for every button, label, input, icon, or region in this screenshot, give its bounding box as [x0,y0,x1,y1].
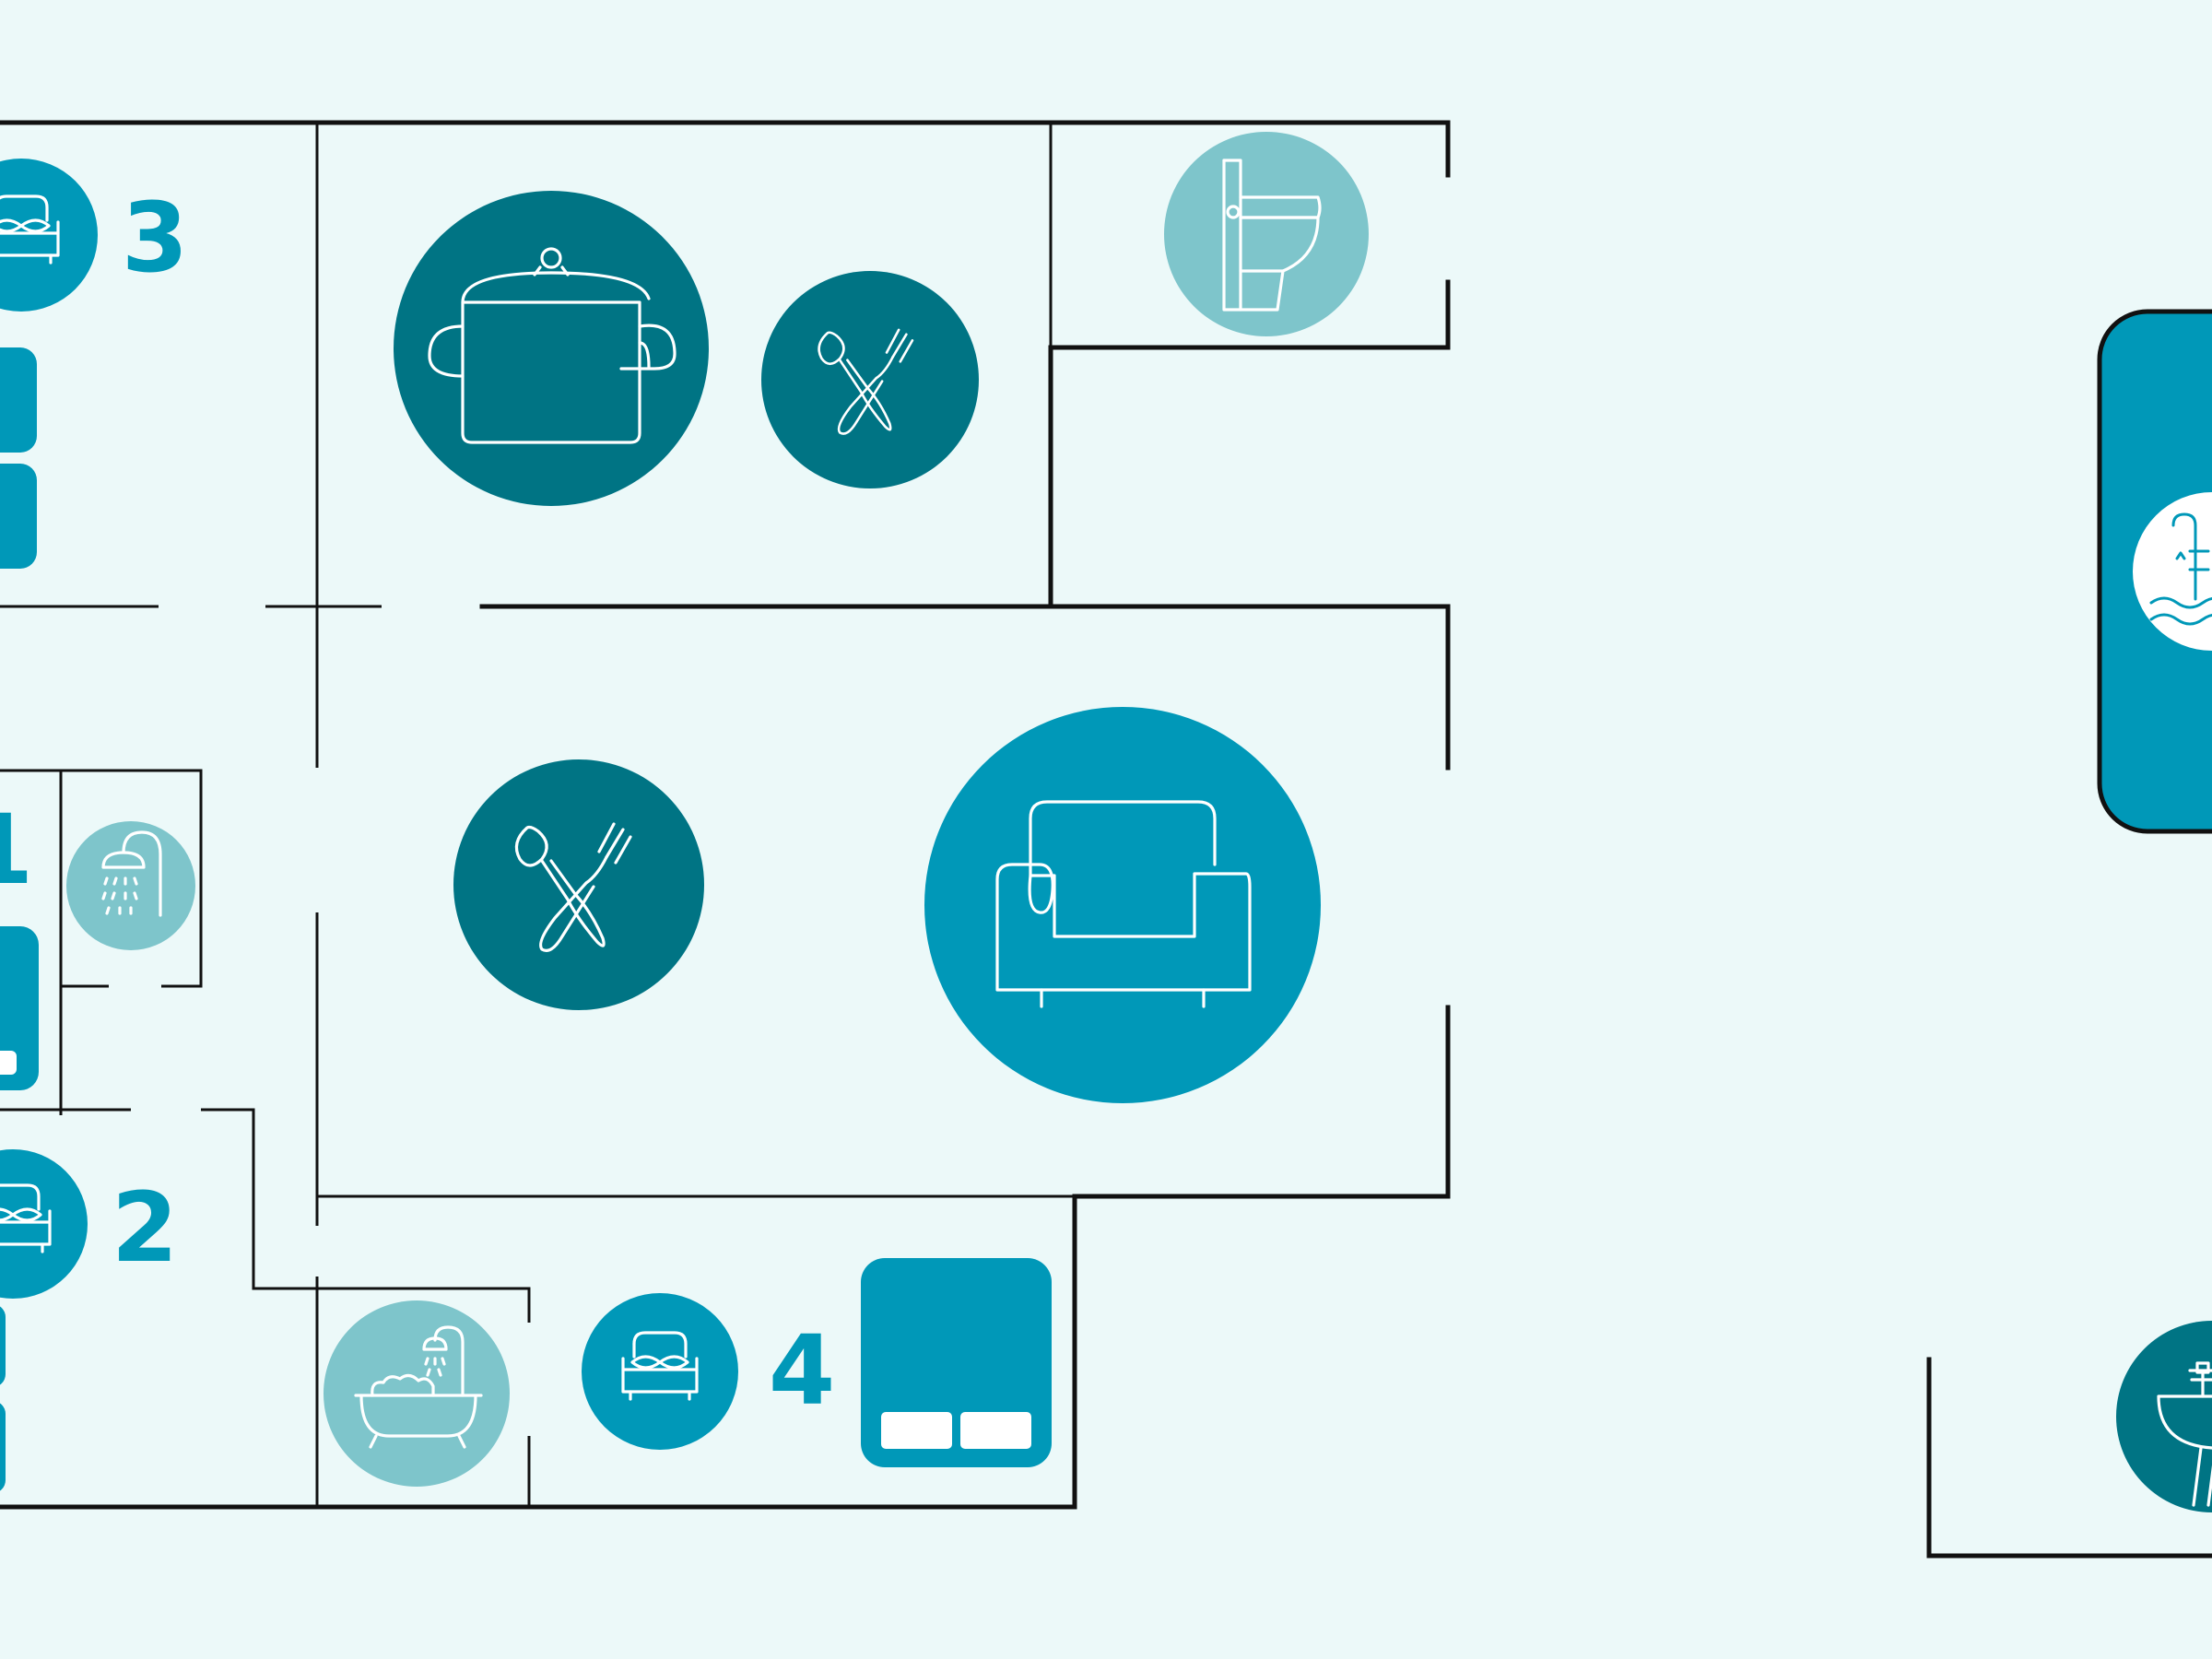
pillow [881,1412,952,1449]
wc [1164,132,1369,336]
bedroom-3 [0,159,98,569]
room-number-4: 4 [769,1314,835,1427]
storage-block [0,464,37,569]
bathroom [324,1300,510,1487]
room-number-1: 1 [0,794,33,906]
bedroom-4 [582,1258,1052,1467]
storage-block [0,1306,6,1385]
room-number-2: 2 [112,1171,178,1284]
walls [0,120,2212,1559]
kitchen [394,191,979,506]
shower-icon [101,830,162,917]
cooking-pot-icon [428,247,677,444]
sink-area [2116,1321,2212,1512]
room-number-3: 3 [122,182,188,294]
toilet-badge [1164,132,1369,336]
pillow [0,1051,17,1075]
pool-icon [2149,512,2212,626]
bathtub-badge [324,1300,510,1487]
pillow [960,1412,1031,1449]
kitchen-badge [394,191,709,506]
pool-badge [2133,492,2212,651]
sink-badge [2116,1321,2212,1512]
bed-badge-3 [0,159,98,312]
bedroom-2 [0,1149,88,1491]
bed-badge-4 [582,1293,738,1450]
living-room [453,707,1321,1103]
bathtub-icon [354,1325,483,1449]
pool-area [2097,309,2212,834]
dining-badge [453,759,704,1010]
bed-block-1 [0,926,39,1090]
living-badge [924,707,1321,1103]
storage-block [0,347,37,453]
shower-badge [66,821,195,950]
bed-badge-2 [0,1149,88,1299]
dining-badge [761,271,979,488]
storage-block [0,1403,6,1491]
bedroom-1 [0,821,195,1090]
toilet-icon [1222,159,1322,312]
armchair-icon [995,800,1252,1008]
